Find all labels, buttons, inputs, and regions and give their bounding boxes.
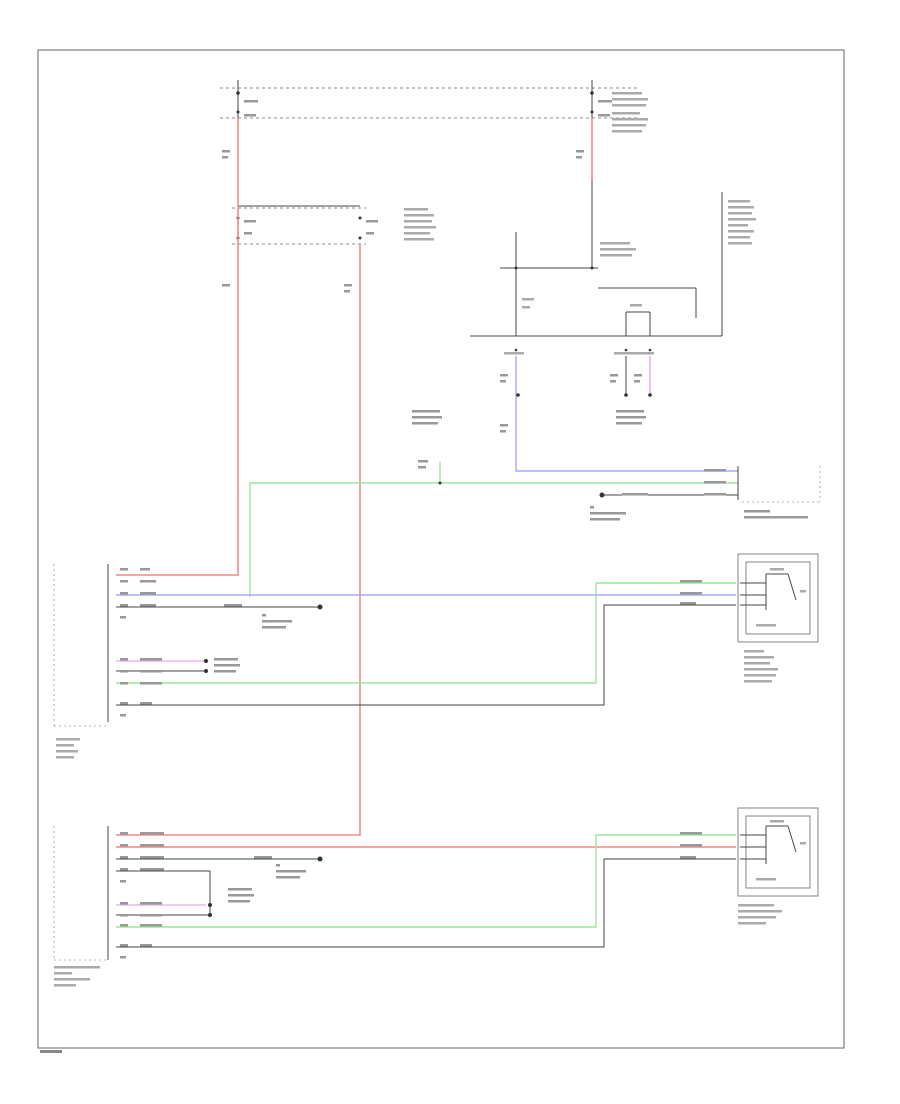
diagram-frame — [37, 49, 845, 1049]
wire-blue-top — [515, 356, 738, 472]
left-window-switch — [737, 553, 819, 683]
central-junction-box — [470, 180, 756, 355]
wire-black-pass-short — [116, 870, 211, 916]
wire-green-pass — [116, 834, 736, 928]
passenger-door-switch — [53, 826, 109, 987]
driver-door-switch — [53, 564, 109, 759]
wire-tags — [120, 150, 808, 959]
footer-code-mark — [40, 1050, 62, 1053]
ground-symbols — [204, 393, 652, 917]
wire-red-left — [116, 118, 239, 576]
wire-red-mid — [116, 244, 361, 836]
right-door-connector — [737, 466, 821, 503]
wire-green-upper — [249, 482, 738, 597]
wire-green-main-bottom — [116, 582, 736, 684]
wire-black-pass-bottom — [116, 858, 736, 948]
right-window-switch — [737, 807, 819, 925]
wire-black-main-bottom — [116, 604, 736, 706]
fuse-block-top — [220, 80, 648, 133]
relay-block-left — [232, 205, 436, 245]
